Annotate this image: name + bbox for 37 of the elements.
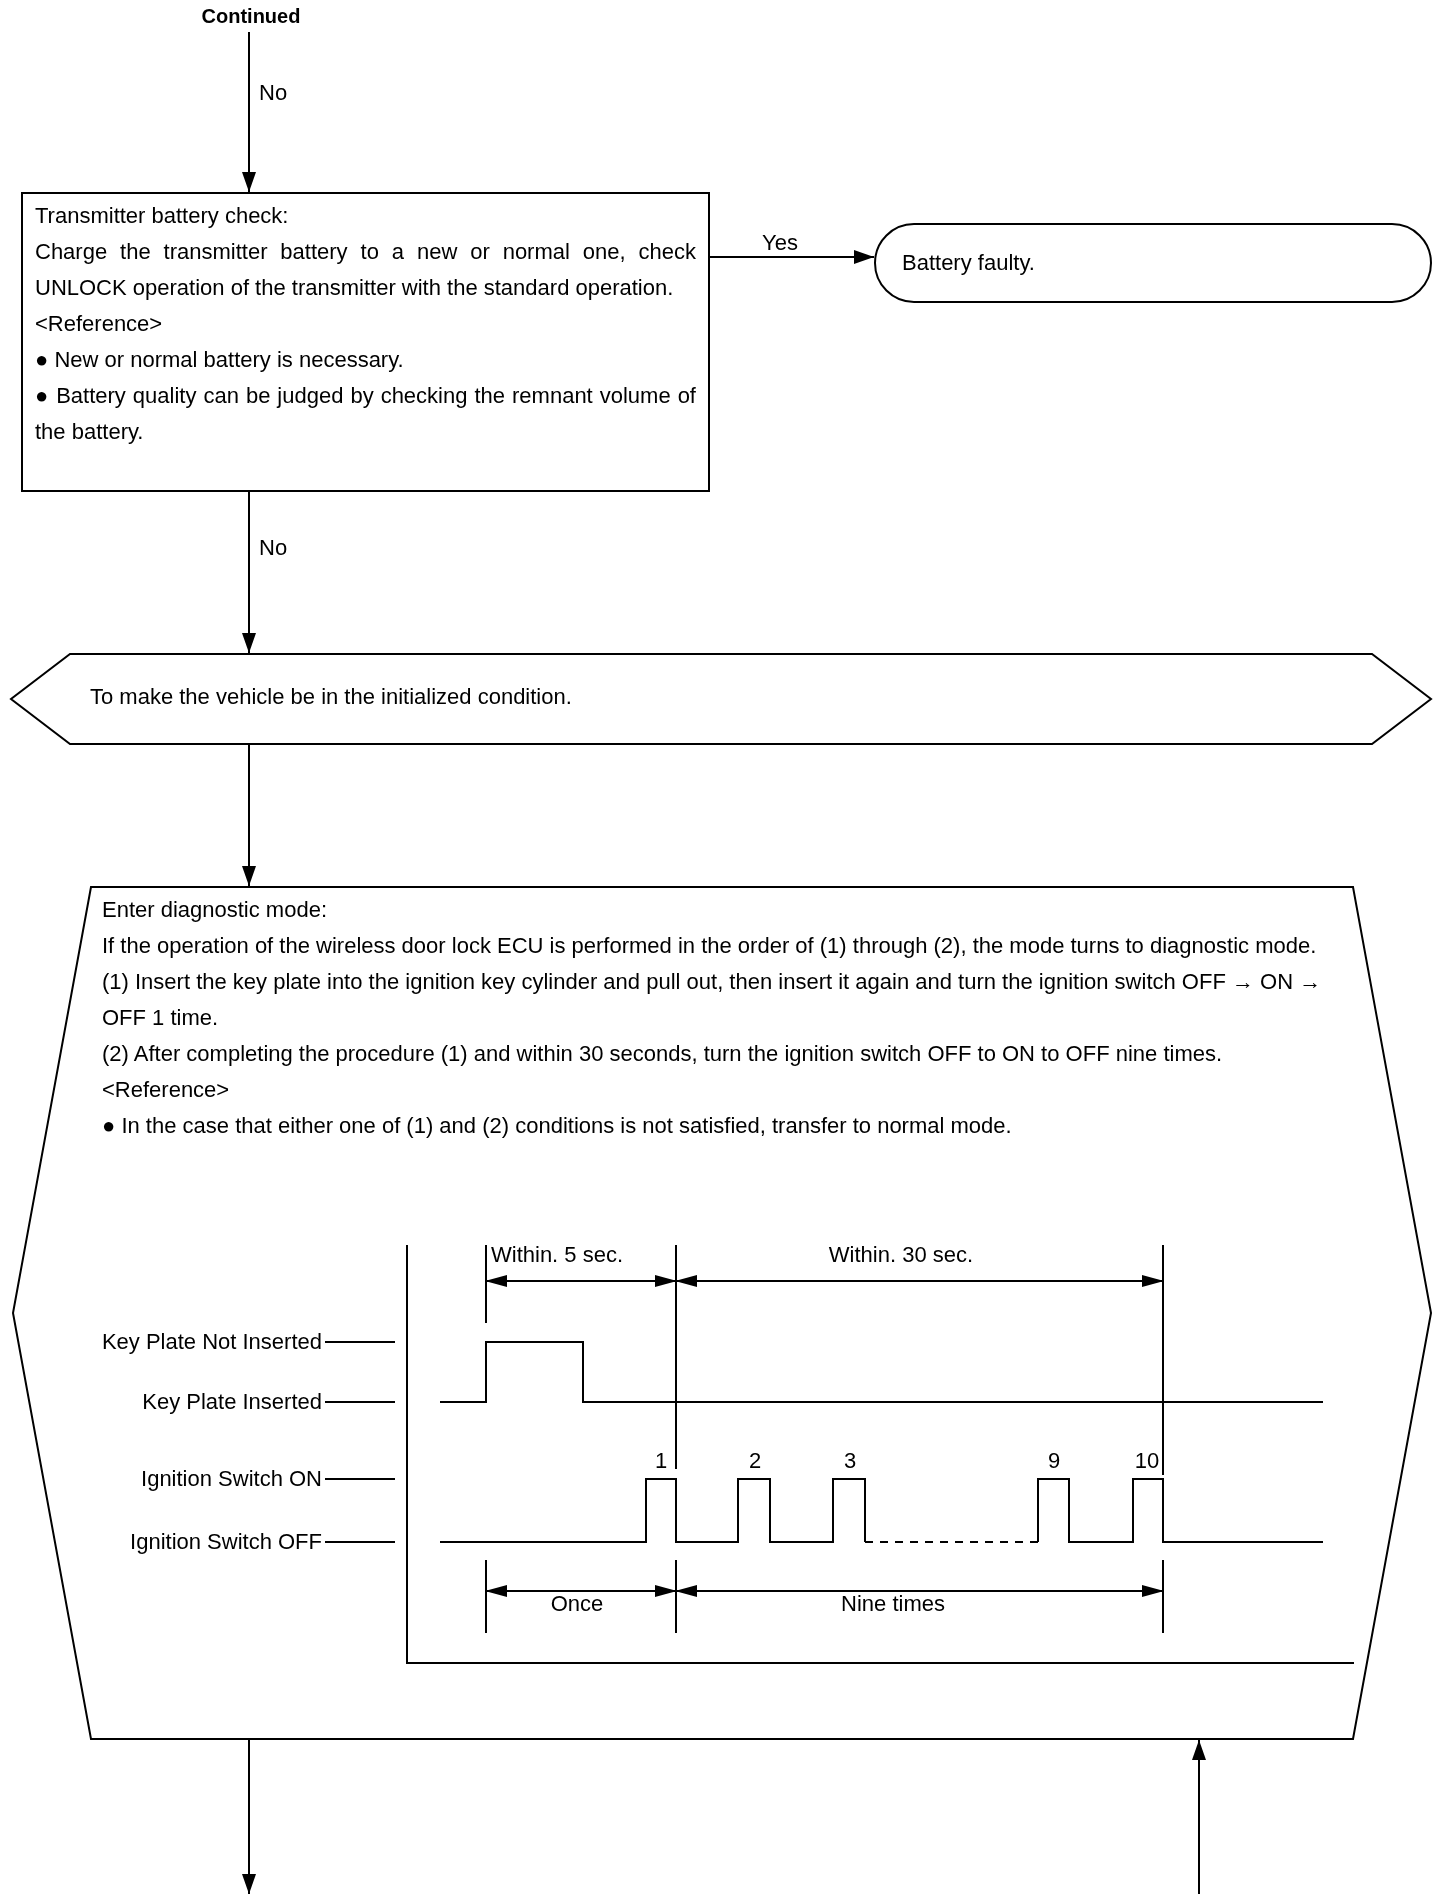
dimension-label: Within. 5 sec. — [491, 1242, 624, 1268]
preparation-hexagon — [12, 886, 1432, 1740]
body-text: ● New or normal battery is necessary. — [35, 346, 405, 374]
body-text: <Reference> — [35, 310, 164, 338]
terminal-box — [874, 223, 1432, 303]
preparation-hexagon — [10, 653, 1432, 745]
arrow — [1192, 1739, 1206, 1895]
heading-text: Enter diagnostic mode: — [102, 896, 329, 924]
pulse-number: 1 — [654, 1448, 668, 1474]
pulse-number: 3 — [843, 1448, 857, 1474]
arrow — [242, 1739, 256, 1895]
dimension-label: Within. 30 sec. — [828, 1242, 974, 1268]
signal-label: Ignition Switch ON — [141, 1466, 322, 1492]
continued-label: Continued — [200, 4, 302, 29]
arrow — [709, 250, 875, 264]
arrow — [242, 744, 256, 887]
signal-label: Ignition Switch OFF — [130, 1529, 322, 1555]
body-text: Battery faulty. — [902, 249, 1036, 277]
signal-label: Key Plate Not Inserted — [101, 1329, 322, 1355]
signal-label: Key Plate Inserted — [142, 1389, 322, 1415]
body-text: To make the vehicle be in the initialized condition. — [90, 683, 573, 711]
body-text: (1) Insert the key plate into the ignition key cylinder and pull out, then insert it again and turn the ignition switch OFF → ON → OFF 1 time. — [102, 968, 1323, 1032]
pulse-number: 10 — [1134, 1448, 1160, 1474]
process-box — [21, 192, 710, 492]
body-text: (2) After completing the procedure (1) and within 30 seconds, turn the ignition switch OFF to ON to OFF nine times. — [102, 1040, 1224, 1068]
dimension-label: Once — [550, 1591, 604, 1617]
pulse-number: 2 — [748, 1448, 762, 1474]
body-text: If the operation of the wireless door lock ECU is performed in the order of (1) through (2), the mode turns to diagnostic mode. — [102, 932, 1318, 960]
body-text: Charge the transmitter battery to a new or normal one, check UNLOCK operation of the transmitter with the standard operation. — [35, 238, 696, 302]
body-text: <Reference> — [102, 1076, 231, 1104]
pulse-number: 9 — [1047, 1448, 1061, 1474]
dimension-label: Nine times — [841, 1591, 945, 1617]
body-text: ● In the case that either one of (1) and (2) conditions is not satisfied, transfer to normal mode. — [102, 1112, 1013, 1140]
body-text: ● Battery quality can be judged by checking the remnant volume of the battery. — [35, 382, 696, 446]
heading-text: Transmitter battery check: — [35, 202, 290, 230]
arrow — [242, 31, 256, 193]
arrow — [242, 491, 256, 654]
